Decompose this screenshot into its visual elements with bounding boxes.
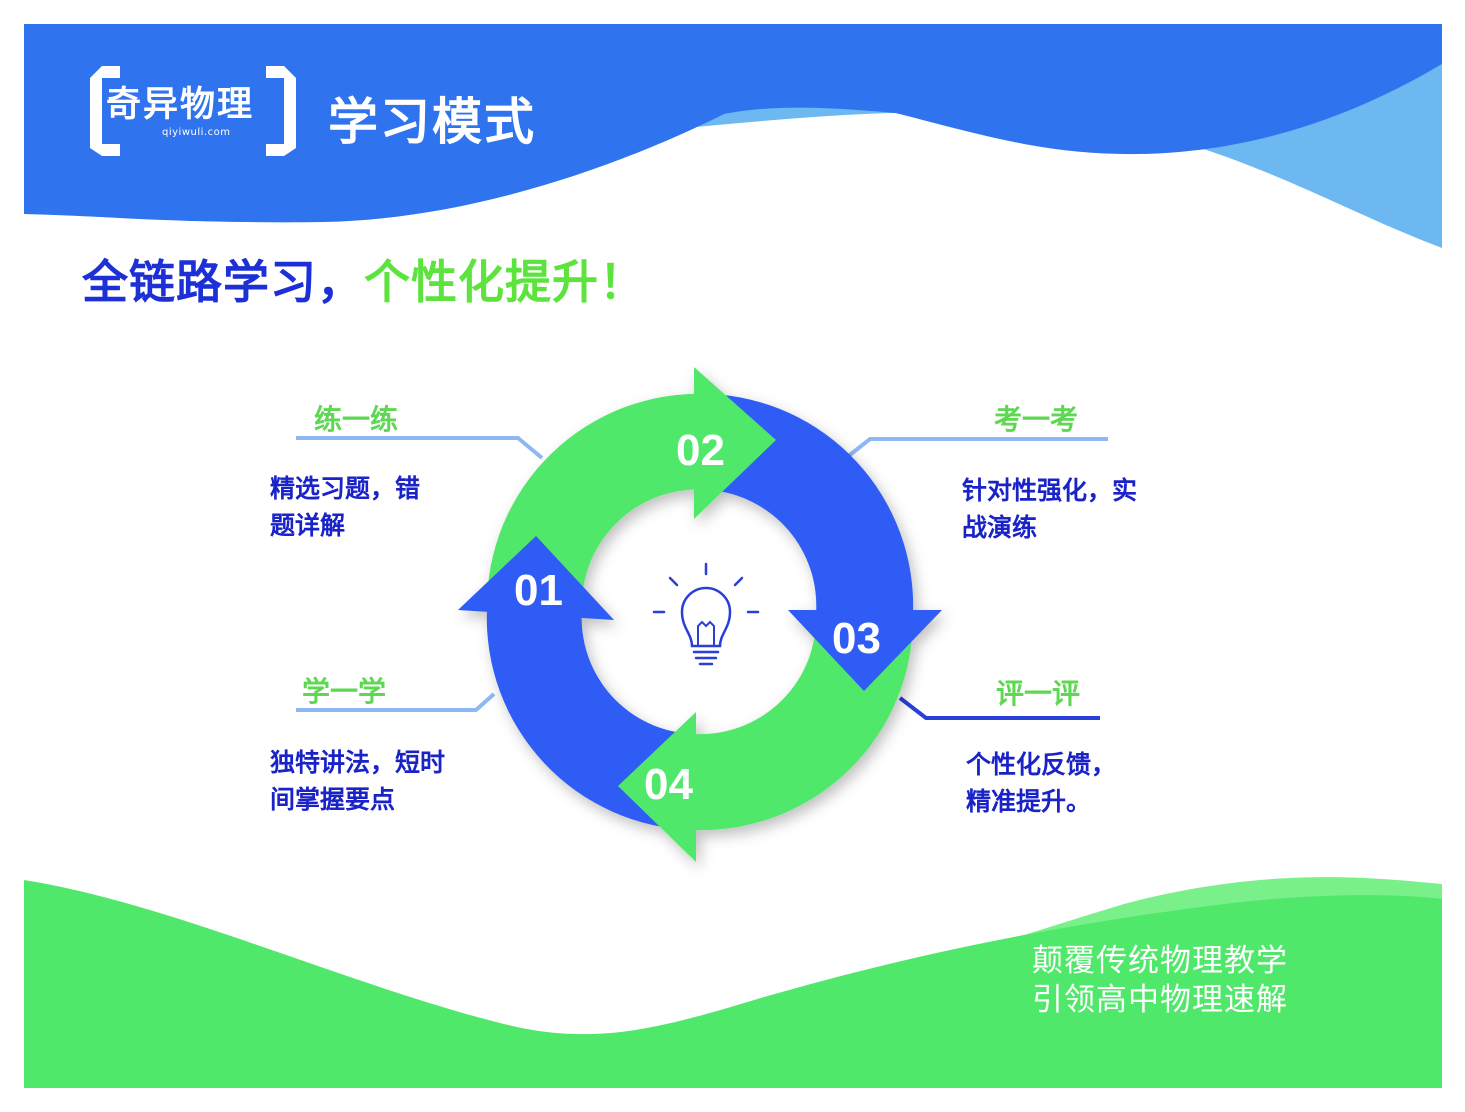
slogan: 颠覆传统物理教学 引领高中物理速解 [1032,942,1288,1020]
stage-desc-04-line1: 个性化反馈， [966,750,1117,779]
logo-name: 奇异物理 [106,85,255,125]
arrow-head-02 [694,367,776,519]
background-waves [24,24,1442,1088]
stage-desc-03-line1: 针对性强化，实 [962,476,1138,505]
stage-desc-01-line2: 间掌握要点 [270,785,396,814]
connector-line-01 [296,692,496,712]
connector-line-03 [844,437,1108,460]
stage-desc-02: 精选习题，错 题详解 [270,470,420,544]
slogan-line2: 引领高中物理速解 [1032,982,1288,1018]
mode-title: 学习模式 [328,93,536,151]
stage-number-02: 02 [676,426,725,475]
logo-domain: qiyiwuli.com [162,127,231,138]
logo-frame [90,66,296,156]
connector-lines [296,436,1108,720]
stage-desc-03-line2: 战演练 [962,513,1038,542]
stage-desc-04: 个性化反馈， 精准提升。 [966,746,1116,820]
stage-title-03: 考一考 [994,403,1079,436]
stage-desc-01-line1: 独特讲法，短时 [270,748,446,777]
stage-number-03: 03 [832,614,881,663]
stage-desc-03: 针对性强化，实 战演练 [962,472,1137,546]
arrow-head-04 [618,712,696,862]
poster: 奇异物理 qiyiwuli.com 学习模式 全链路学习，个性化提升！ [24,24,1442,1088]
slogan-line1: 颠覆传统物理教学 [1032,943,1288,979]
stage-title-04: 评一评 [996,677,1081,710]
connector-line-04 [898,696,1100,720]
stage-title-02: 练一练 [314,403,399,436]
stage-title-01: 学一学 [302,675,387,708]
stage-desc-02-line1: 精选习题，错 [270,474,421,503]
arrow-head-03 [788,610,942,691]
connector-line-02 [296,436,544,460]
logo: 奇异物理 qiyiwuli.com [80,62,306,160]
headline-part2: 个性化提升！ [364,255,646,309]
stage-desc-04-line2: 精准提升。 [966,787,1092,816]
stage-desc-02-line2: 题详解 [270,511,346,540]
stage-desc-01: 独特讲法，短时 间掌握要点 [270,744,445,818]
headline-part1: 全链路学习， [82,255,364,309]
cycle-diagram [458,367,942,862]
lightbulb-icon [652,562,760,666]
stage-number-01: 01 [514,566,563,615]
headline: 全链路学习，个性化提升！ [82,246,646,312]
stage-number-04: 04 [644,760,693,809]
arrow-head-01 [458,536,614,620]
